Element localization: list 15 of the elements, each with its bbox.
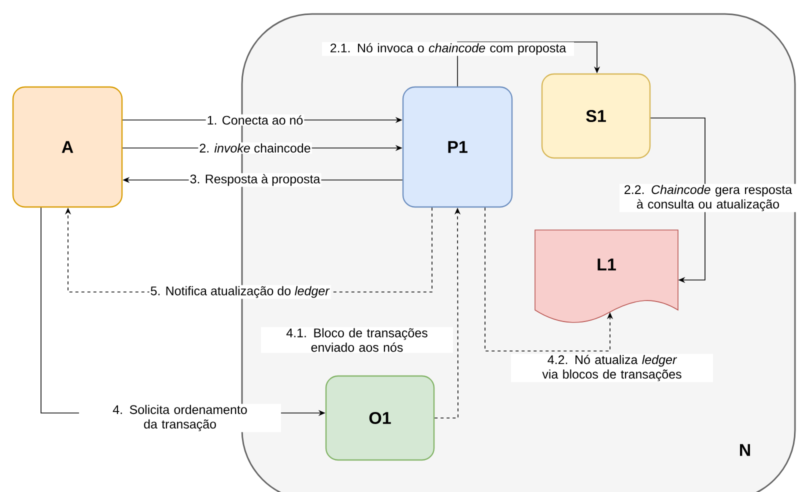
process-box: S1 [541,73,651,159]
edge-label: 4.2. Nó atualiza ledger via blocos de transações [511,354,713,382]
edge-label: 2.1. Nó invoca o chaincode com proposta [322,42,574,56]
edge-label: 5. Notifica atualização do ledger [149,285,331,299]
edge-label: 1. Conecta ao nó [206,114,304,126]
edge-label: 3. Resposta à proposta [188,173,322,187]
arrow [650,118,706,284]
process-box: A [12,86,123,208]
edge-label: 4.1. Bloco de transações enviado aos nós [261,327,453,353]
process-box: O1 [325,375,435,461]
process-box: P1 [402,86,513,208]
arrow [457,42,600,87]
edge-label: 4. Solicita ordenamento da transação [79,404,281,432]
edge-label: 2.2. Chaincode gera resposta à consulta ou atualização [620,184,796,212]
edge-label: 2. invoke chaincode [198,142,312,154]
